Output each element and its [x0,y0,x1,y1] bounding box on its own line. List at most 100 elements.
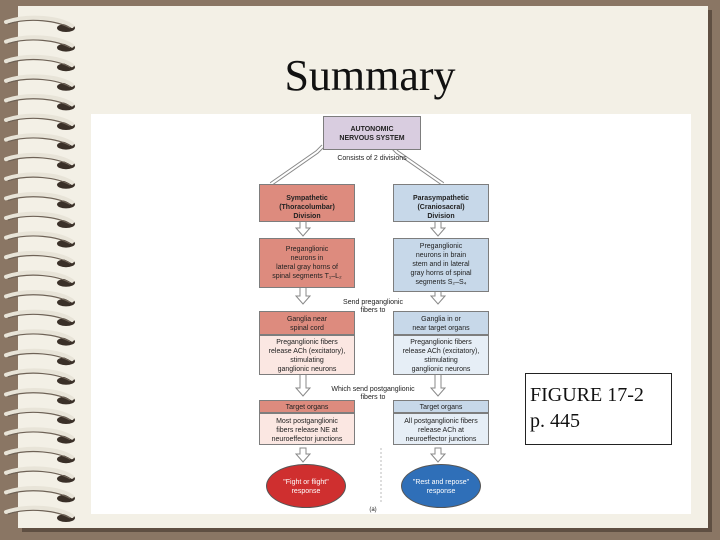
binding-wire-shadow [7,196,71,205]
para-post-line2: release ACh at [418,427,464,434]
binding-wire [4,35,74,48]
para-division-line3: Division [427,213,455,220]
slide-title: Summary [284,51,456,100]
binding-wire-shadow [7,431,71,441]
binding-wire [4,388,74,401]
binding-wire-shadow [7,235,71,245]
binding-wire [4,348,74,362]
sympathetic-postganglionic-box: Most postganglionic fibers release NE at… [259,413,355,445]
parasympathetic-division-box: Parasympathetic (Craniosacral) Division [393,184,489,222]
fight-line2: response [291,488,321,495]
para-pre-line5: segments S₂–S₄ [415,279,467,286]
binding-wire [4,446,74,460]
binding-wire [4,133,74,146]
para-pre-line2: neurons in brain [415,252,467,259]
arrow-sym-4 [294,447,312,463]
para-gang-line2: release ACh (excitatory), [402,348,480,355]
figure-panel: AUTONOMIC NERVOUS SYSTEM Consists of 2 d… [91,114,691,514]
binding-wire-shadow [7,372,71,382]
binding-wire-shadow [7,274,71,284]
sym-gang-line4: ganglionic neurons [277,366,337,373]
binding-wire-shadow [7,352,71,362]
sympathetic-ganglionic-box: Preganglionic fibers release ACh (excita… [259,335,355,375]
parasympathetic-preganglionic-box: Preganglionic neurons in brain stem and … [393,238,489,292]
binding-wire-shadow [7,58,71,68]
para-pre-line4: gray horns of spinal [410,270,472,277]
para-post-line3: neuroeffector junctions [405,436,477,443]
figure-caption-box: FIGURE 17-2 p. 445 [525,373,672,445]
autonomic-line2: NERVOUS SYSTEM [339,135,405,142]
rest-and-repose-oval: "Rest and repose" response [401,464,481,508]
binding-wire [4,486,74,499]
arrow-para-4 [429,447,447,463]
binding-wire-shadow [7,137,71,147]
binding-wire [4,54,74,68]
binding-wire-shadow [7,176,71,186]
parasympathetic-postganglionic-box: All postganglionic fibers release ACh at… [393,413,489,445]
para-division-line2: (Craniosacral) [417,204,465,211]
sym-ganglia-line1: Ganglia near [286,316,328,323]
parasympathetic-ganglia-box: Ganglia in or near target organs [393,311,489,335]
rest-line2: response [426,488,456,495]
binding-wire [4,505,74,518]
para-gang-line3: stimulating [424,357,458,364]
sym-gang-line1: Preganglionic fibers [276,339,338,346]
para-pre-line1: Preganglionic [419,243,463,250]
binding-wire-shadow [7,392,71,401]
sym-pre-line3: lateral gray horns of [276,264,338,271]
binding-wire-shadow [7,39,71,49]
binding-wire [4,270,74,283]
sym-gang-line3: stimulating [290,357,324,364]
binding-wire [4,192,74,205]
binding-wire [4,74,74,87]
sym-post-line3: neuroeffector junctions [271,436,343,443]
send-postganglionic-label: Which send postganglionic fibers to [315,386,431,402]
binding-wire-shadow [7,509,71,519]
binding-wire [4,329,74,342]
autonomic-line1: AUTONOMIC [350,126,394,133]
binding-wire [4,172,74,185]
binding-wire-shadow [7,215,71,225]
binding-wire [4,231,74,244]
mid1-line1: Send preganglionic [343,299,403,306]
para-gang-line1: Preganglionic fibers [410,339,472,346]
sym-gang-line2: release ACh (excitatory), [268,348,346,355]
caption-line2: p. 445 [530,410,580,432]
binding-wire-shadow [7,450,71,460]
parasympathetic-ganglionic-box: Preganglionic fibers release ACh (excita… [393,335,489,375]
sym-division-line3: Division [293,213,321,220]
sympathetic-ganglia-box: Ganglia near spinal cord [259,311,355,335]
para-ganglia-line1: Ganglia in or [421,316,461,323]
binding-wire-shadow [7,19,71,29]
sym-division-line2: (Thoracolumbar) [279,204,335,211]
binding-wire [4,290,74,303]
binding-wire [4,250,74,264]
sym-ganglia-line2: spinal cord [290,325,324,332]
sym-division-line1: Sympathetic [286,195,328,202]
binding-wire [4,152,74,166]
para-ganglia-line2: near target organs [412,325,470,332]
send-preganglionic-label: Send preganglionic fibers to [323,299,423,315]
arrow-sym-2 [294,285,312,305]
panel-letter: (a) [369,507,377,513]
binding-wire [4,94,74,107]
binding-wire-shadow [7,98,71,107]
parasympathetic-target-organs-box: Target organs [393,400,489,413]
binding-wire-shadow [7,78,71,88]
binding-wire [4,466,74,479]
mid2-line1: Which send postganglionic [331,386,415,393]
binding-wire-shadow [7,294,71,303]
spiral-binding [4,15,75,522]
para-pre-line3: stem and in lateral [412,261,470,268]
binding-wire [4,113,74,126]
binding-wire-shadow [7,333,71,343]
split-label: Consists of 2 divisions [337,155,407,162]
para-post-line1: All postganglionic fibers [404,418,478,425]
binding-wire-shadow [7,470,71,480]
sym-pre-line1: Preganglionic [285,246,329,253]
binding-wire [4,211,74,224]
para-gang-line4: ganglionic neurons [411,366,471,373]
binding-wire [4,368,74,381]
fight-or-flight-oval: "Fight or flight" response [266,464,346,508]
sympathetic-division-box: Sympathetic (Thoracolumbar) Division [259,184,355,222]
